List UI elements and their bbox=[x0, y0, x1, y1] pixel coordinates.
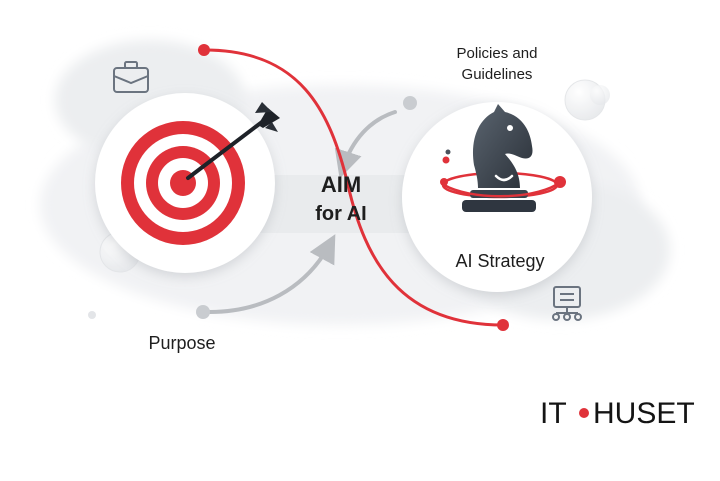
logo-red-dot bbox=[579, 408, 589, 418]
grey-arrow-top-dot bbox=[403, 96, 417, 110]
briefcase-icon bbox=[113, 61, 149, 93]
policies-label-line1: Policies and bbox=[457, 45, 538, 62]
ithuset-logo: IT HUSET bbox=[540, 397, 695, 430]
grey-arrow-top bbox=[334, 110, 397, 179]
logo-text-right: HUSET bbox=[593, 397, 695, 430]
grey-arrow-bottom bbox=[208, 234, 336, 314]
logo-text-left: IT bbox=[540, 397, 567, 430]
center-title-line1: AIM bbox=[321, 172, 361, 197]
grey-arrow-bottom-dot bbox=[196, 305, 210, 319]
red-curve-end-dot bbox=[497, 319, 509, 331]
red-curve-start-dot bbox=[198, 44, 210, 56]
purpose-label: Purpose bbox=[148, 333, 215, 353]
target-with-arrow-icon bbox=[121, 102, 280, 245]
strategy-label: AI Strategy bbox=[455, 251, 544, 271]
org-chart-document-icon bbox=[552, 286, 582, 321]
chess-knight-icon bbox=[440, 104, 566, 212]
red-flow-curve bbox=[204, 48, 504, 327]
policies-label-line2: Guidelines bbox=[462, 66, 533, 83]
decorative-bubbles bbox=[88, 79, 610, 319]
center-title-line2: for AI bbox=[315, 203, 366, 225]
